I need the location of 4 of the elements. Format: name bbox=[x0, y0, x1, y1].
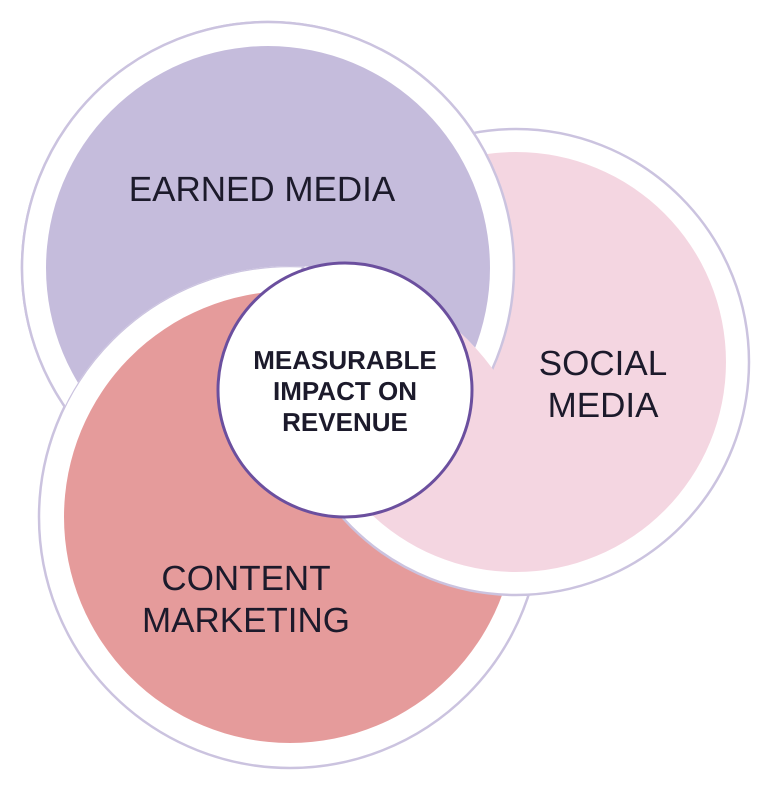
circle-label: MEASURABLE IMPACT ON REVENUE bbox=[252, 345, 438, 439]
circle-label: EARNED MEDIA bbox=[128, 169, 396, 211]
circle-label: CONTENT MARKETING bbox=[140, 558, 352, 642]
circle-label: SOCIAL MEDIA bbox=[538, 343, 668, 427]
